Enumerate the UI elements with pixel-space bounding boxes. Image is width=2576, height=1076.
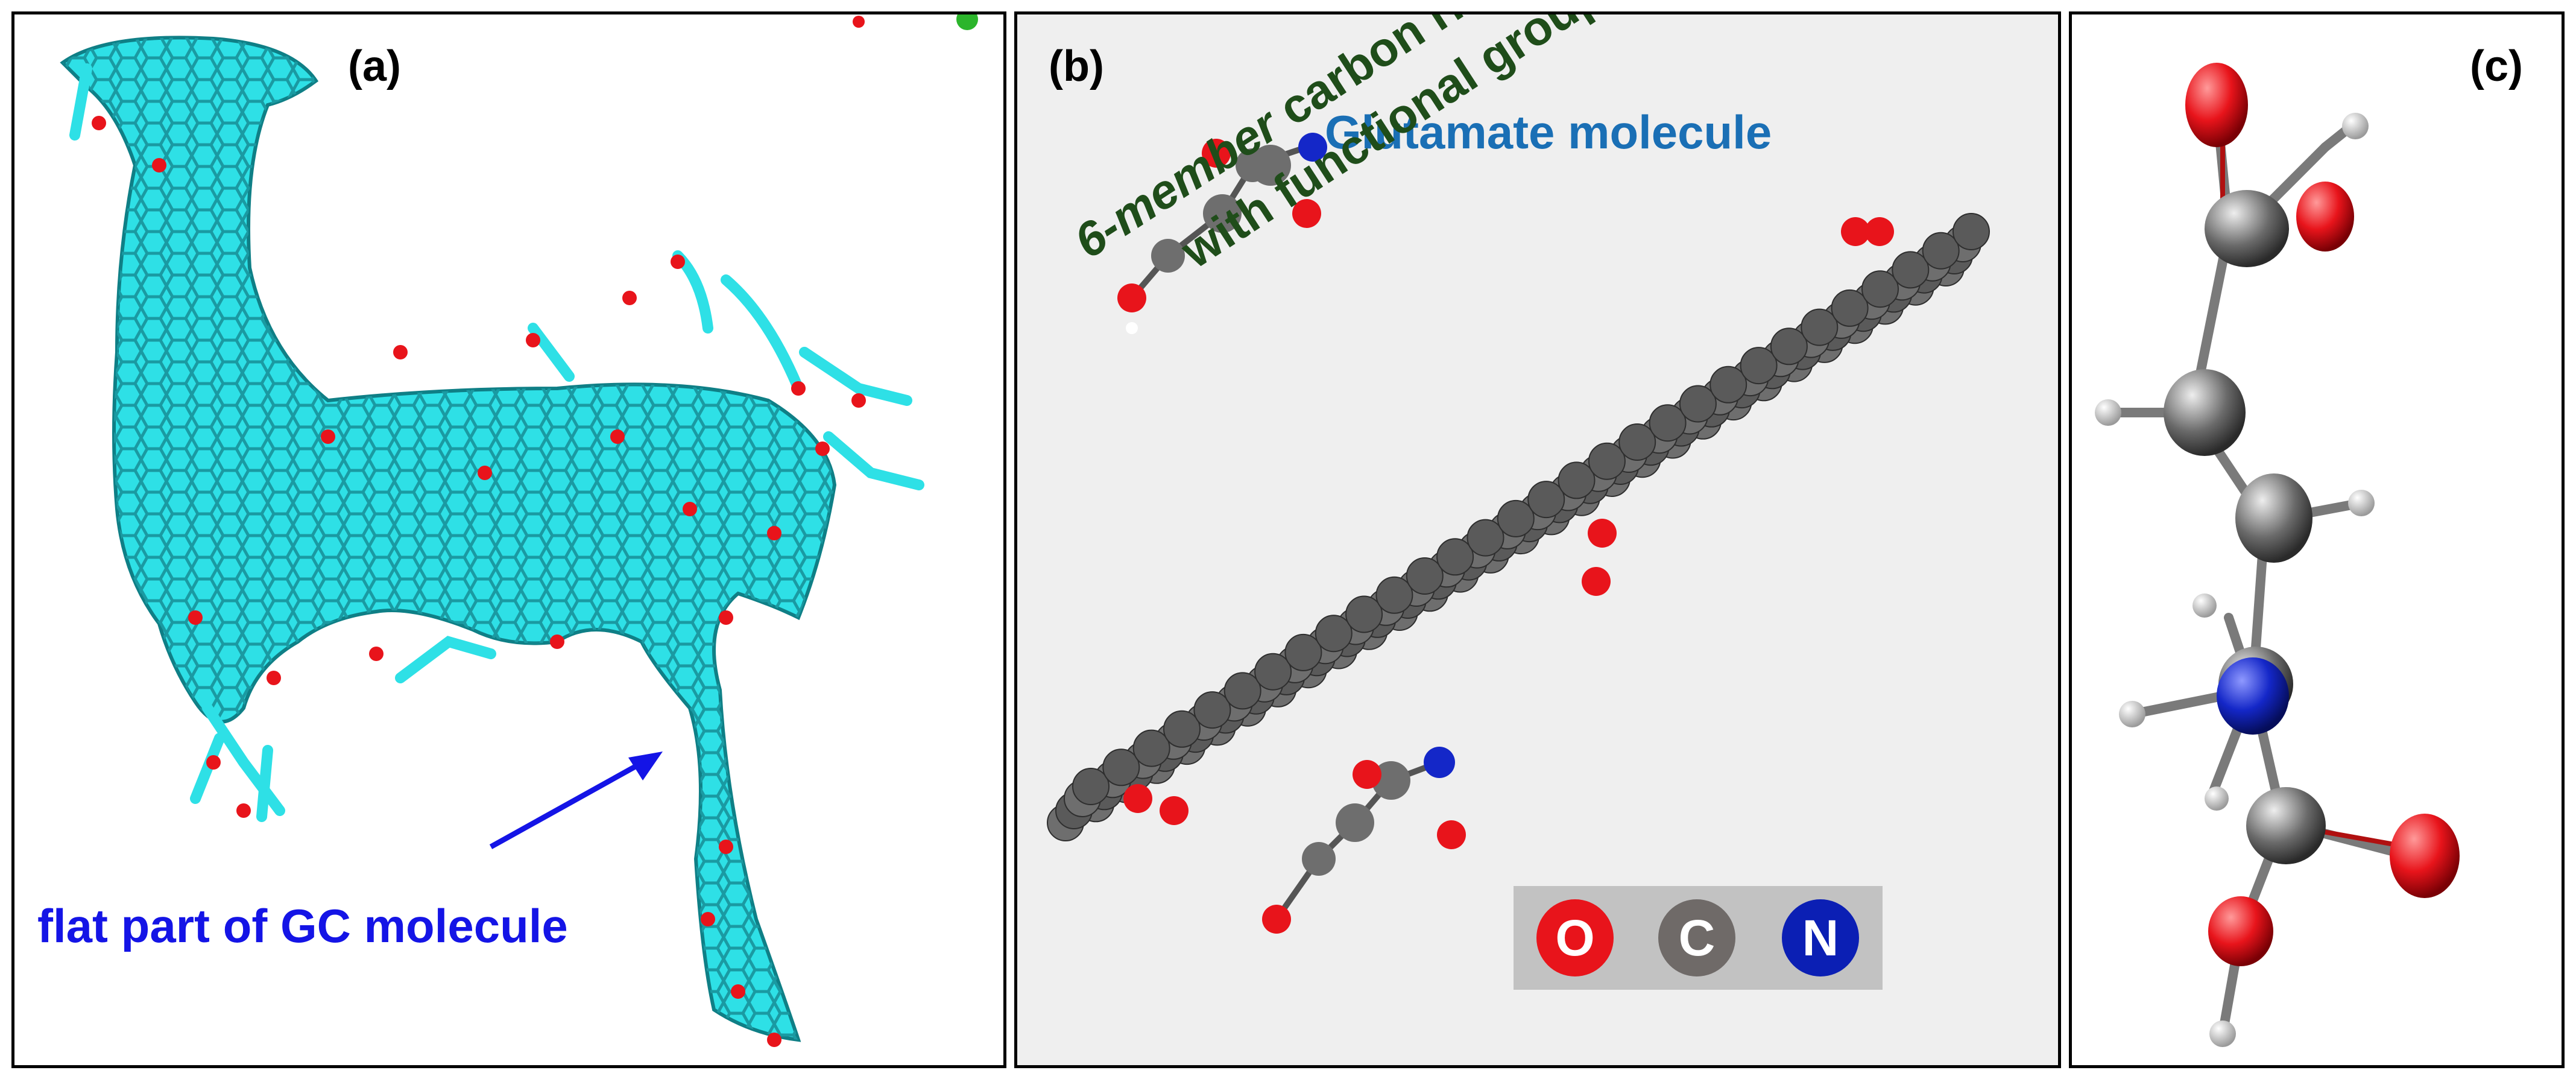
oxygen-atom (767, 526, 781, 540)
carbon-atom (1163, 710, 1201, 748)
oxygen-atom (526, 333, 540, 347)
carbon-atom (1679, 385, 1717, 423)
oxygen-atom (851, 393, 866, 408)
legend-oxygen: O (1536, 899, 1614, 976)
carbon-atom (1466, 519, 1504, 557)
carbon-atom (1497, 499, 1535, 537)
oxygen-atom (236, 803, 251, 818)
carbon-atom (1254, 653, 1292, 691)
carbon-atom (1284, 633, 1322, 671)
molecular-model-b (1047, 133, 1990, 934)
oxygen-atom (393, 345, 408, 359)
carbon-atom (1072, 768, 1110, 805)
oxygen-atom (188, 610, 203, 625)
carbon-atom (1588, 442, 1626, 480)
carbon-atom (1102, 748, 1140, 786)
panel-label-b: (b) (1049, 42, 1104, 90)
carbon-atom (1132, 729, 1170, 767)
carbon-atom (1649, 404, 1687, 442)
legend-nitrogen: N (1782, 899, 1859, 976)
carbon-atom (1922, 232, 1960, 270)
oxygen-atom (671, 255, 685, 269)
panel-c: (c) (2069, 11, 2565, 1068)
carbon-atom (1801, 308, 1839, 346)
oxygen-atom (719, 610, 733, 625)
carbon-atom (1770, 328, 1808, 366)
carbon-atom (1375, 576, 1413, 614)
carbon-atom (1345, 595, 1383, 633)
oxygen-atom (815, 441, 830, 456)
flat-part-annotation: flat part of GC molecule (37, 899, 568, 952)
oxygen-atom (622, 291, 637, 305)
glutamate-label: Glutamate molecule (1325, 106, 1772, 159)
carbon-atom (1406, 557, 1444, 595)
legend-carbon: C (1658, 899, 1735, 976)
panel-b: (b) Glutamate molecule 6-member carbon r… (1014, 11, 2061, 1068)
oxygen-atom (610, 429, 625, 444)
oxygen-atom (731, 984, 745, 999)
oxygen-atom (550, 635, 564, 649)
carbon-atom (1436, 538, 1474, 576)
oxygen-atom (767, 1033, 781, 1047)
oxygen-atom (206, 755, 221, 770)
carbon-atom (1223, 672, 1261, 710)
oxygen-atom (267, 671, 281, 685)
oxygen-atom (701, 912, 715, 926)
carbon-atom (1315, 615, 1353, 653)
carbon-atom (1709, 366, 1747, 404)
oxygen-atom (478, 466, 492, 480)
glutamate-ball-and-stick (2095, 63, 2460, 1047)
arrow-head (628, 752, 663, 780)
panel-label-c: (c) (2470, 42, 2523, 90)
carbon-atom (1740, 347, 1778, 385)
arrow (489, 754, 655, 849)
carbon-atom (1618, 423, 1656, 461)
oxygen-atom (152, 158, 166, 172)
carbon-atom (1892, 251, 1930, 289)
panel-label-a: (a) (348, 42, 401, 90)
carbon-atom (1953, 213, 1990, 250)
carbon-atom (1831, 289, 1869, 327)
oxygen-atom (683, 502, 697, 516)
carbon-atom (1861, 270, 1899, 308)
carbon-atom (1558, 461, 1596, 499)
atom-legend: O C N (1514, 886, 1883, 990)
oxygen-atom (92, 116, 106, 130)
carbon-atom (1527, 481, 1565, 519)
oxygen-atom (791, 381, 806, 396)
oxygen-atom (369, 647, 384, 661)
panel-a: (a) flat part of GC molecule (11, 11, 1006, 1068)
oxygen-atom (321, 429, 335, 444)
carbon-atom (1193, 691, 1231, 729)
oxygen-atom (719, 840, 733, 854)
graphene-oxide-stick-model (60, 14, 978, 1047)
